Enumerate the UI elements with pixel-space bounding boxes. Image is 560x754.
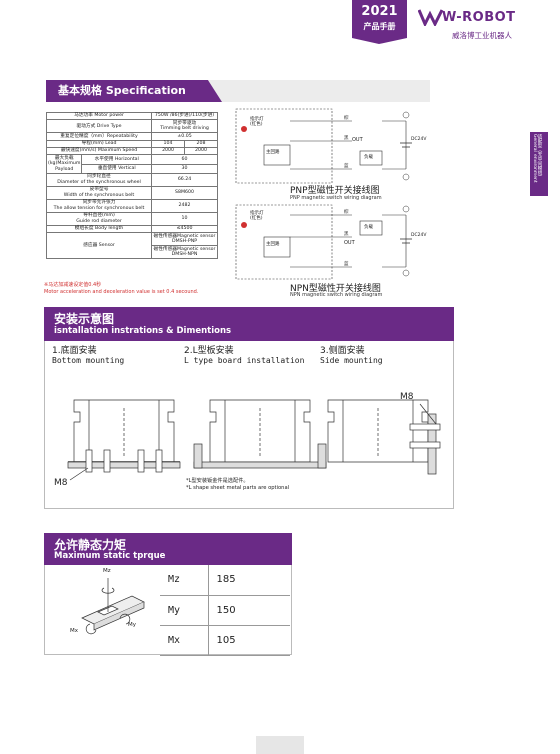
table-row: 模组长度 Body length≤4500 (45, 224, 218, 234)
year-badge: 2021 产品手册 (352, 0, 407, 44)
pnp-blue-label: 蓝 (344, 164, 349, 169)
pnp-main-circuit-label: 主回路 (266, 150, 280, 155)
spec-note: ※马达加减速设定值0.4秒 Motor acceleration and dec… (44, 282, 198, 295)
install-panel (44, 341, 454, 509)
npn-main-circuit-label: 主回路 (266, 242, 280, 247)
npn-caption: NPN型磁性开关接线图 (290, 284, 381, 294)
npn-black-label: 黑 (344, 232, 349, 237)
bolt-label-m8-side: M8 (400, 392, 414, 402)
npn-caption-en: NPN magnetic switch wiring diagram (290, 292, 383, 298)
npn-out-label: OUT (344, 240, 355, 246)
pnp-brown-label: 棕 (344, 116, 349, 121)
axis-mz-label: Mz (103, 568, 111, 574)
brand-name: W-ROBOT (442, 10, 516, 25)
wiring-diagram-svg (235, 108, 412, 280)
spec-title: 基本规格 Specification (46, 80, 222, 102)
table-row: 磁性传感器Magnetic sensor DMSH-NPN (47, 245, 218, 260)
npn-load-label: 负载 (364, 225, 373, 230)
wiring-diagrams: 指示灯 (红色) 主回路 棕 黑 OUT 蓝 负载 DC24V PNP型磁性开关… (232, 107, 428, 298)
pnp-caption: PNP型磁性开关接线图 (290, 186, 380, 196)
torque-section-header: 允许静态力矩 Maximum static tprque (44, 533, 292, 565)
install-title-cn: 安装示意图 (54, 312, 115, 326)
install-drawings (67, 399, 441, 481)
brand-mark-icon (418, 9, 444, 26)
install-col2-title: 2.L型板安装 L type board installation (184, 346, 305, 365)
install-title-en: isntallation instrations & Dimentions (54, 326, 232, 336)
torque-title-cn: 允许静态力矩 (54, 538, 127, 552)
note-en: Motor acceleration and deceleration valu… (44, 288, 199, 295)
pnp-black-label: 黑 (344, 136, 349, 141)
pnp-dc-label: DC24V (411, 137, 427, 142)
install-col3-title: 3.侧面安装 Side mounting (320, 346, 383, 365)
spec-section-header: 基本规格 Specification (46, 80, 430, 102)
brand-logo: W-ROBOT 威洛博工业机器人 (418, 8, 550, 44)
note-cn: ※马达加减速设定值0.4秒 (44, 282, 102, 288)
manual-label: 产品手册 (363, 22, 396, 31)
pnp-out-label: OUT (352, 137, 363, 143)
torque-title-en: Maximum static tprque (54, 551, 166, 561)
side-tab-label: 适配型（无中间模组）General environment (532, 134, 542, 183)
side-tab: 适配型（无中间模组）General environment (530, 132, 548, 196)
indicator-light-icon (241, 222, 247, 228)
npn-indicator-label: 指示灯 (红色) (250, 211, 264, 221)
npn-brown-label: 棕 (344, 210, 349, 215)
table-row: 同步带允许张力 The allow tension for synchronou… (45, 198, 218, 213)
install-section-header: 安装示意图 isntallation instrations & Dimenti… (44, 307, 454, 341)
npn-blue-label: 蓝 (344, 262, 349, 267)
axis-mx-label: Mx (70, 628, 79, 634)
install-footnote: *L型安装钣金件是选配件。 *L shape sheet metal parts… (186, 478, 290, 491)
pnp-indicator-label: 指示灯 (红色) (250, 117, 264, 127)
install-col1-title: 1.底面安装 Bottom mounting (52, 346, 125, 365)
year: 2021 (361, 4, 398, 19)
npn-dc-label: DC24V (411, 233, 427, 238)
torque-axes-diagram (81, 578, 145, 635)
brand-name-cn: 威洛博工业机器人 (452, 31, 512, 40)
pnp-caption-en: PNP magnetic switch wiring diagram (290, 195, 382, 201)
table-row: 重复定位精度（mm）Repeatability±0.05 (45, 132, 218, 141)
axis-my-label: My (128, 622, 137, 628)
pnp-load-label: 负载 (364, 155, 373, 160)
indicator-light-icon (241, 126, 247, 132)
page-number-box (256, 736, 304, 754)
bolt-label-m8: M8 (54, 478, 68, 488)
